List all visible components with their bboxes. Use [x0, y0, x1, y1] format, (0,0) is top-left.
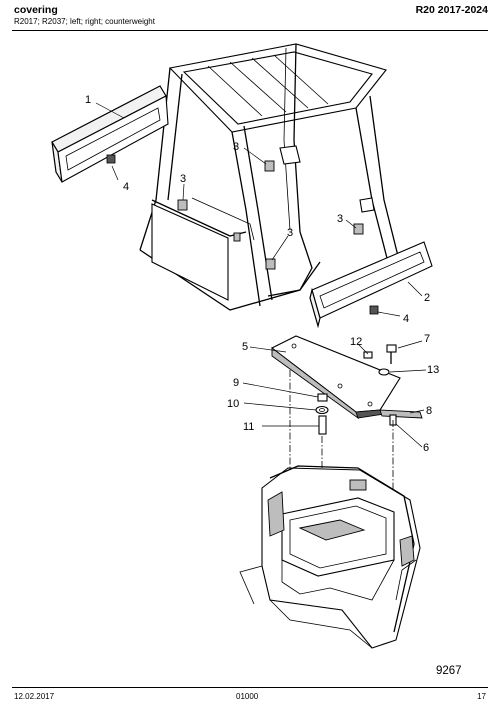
clip-icon: [265, 258, 276, 270]
callout-3: 3: [233, 141, 239, 153]
callout-3: 3: [337, 213, 343, 225]
callout-leaders: [95, 102, 427, 448]
callout-13: 13: [427, 364, 439, 376]
side-panel-right: [309, 241, 433, 329]
figure-number: 9267: [436, 665, 462, 677]
callout-1: 1: [85, 94, 91, 106]
side-panel-left: [51, 85, 169, 183]
callout-4: 4: [123, 181, 129, 193]
callout-3: 3: [287, 227, 293, 239]
callout-5: 5: [242, 341, 248, 353]
header-rule: [12, 30, 488, 31]
nut-icon: [369, 305, 379, 315]
callout-numbers: 1 4 3 3 3 3 2 4 5 7 12 13 8 9 10 11 6: [85, 94, 439, 454]
callout-3: 3: [180, 173, 186, 185]
fastener-clips: [177, 160, 364, 270]
cab-frame: [139, 43, 399, 311]
footer-rule: [12, 687, 488, 688]
callout-9: 9: [233, 377, 239, 389]
callout-7: 7: [424, 333, 430, 345]
callout-8: 8: [426, 405, 432, 417]
plate-fasteners: [289, 344, 397, 508]
callout-6: 6: [423, 442, 429, 454]
nut-icon: [106, 154, 116, 164]
page-title: covering: [14, 4, 58, 16]
callout-11: 11: [243, 421, 254, 433]
clip-icon: [177, 199, 188, 211]
callout-4: 4: [403, 313, 409, 325]
footer-date: 12.02.2017: [14, 692, 55, 701]
callout-12: 12: [350, 336, 362, 348]
model-range: R20 2017-2024: [415, 4, 488, 16]
counterweight-cover-plate: [270, 335, 423, 420]
footer-doc-code: 01000: [236, 692, 259, 701]
clip-icon: [264, 160, 275, 172]
counterweight-body: [239, 465, 421, 649]
page-subtitle: R2017; R2037; left; right; counterweight: [14, 17, 155, 26]
callout-10: 10: [227, 398, 239, 410]
callout-2: 2: [424, 292, 430, 304]
footer-page-number: 17: [477, 692, 486, 701]
clip-icon: [353, 223, 364, 235]
